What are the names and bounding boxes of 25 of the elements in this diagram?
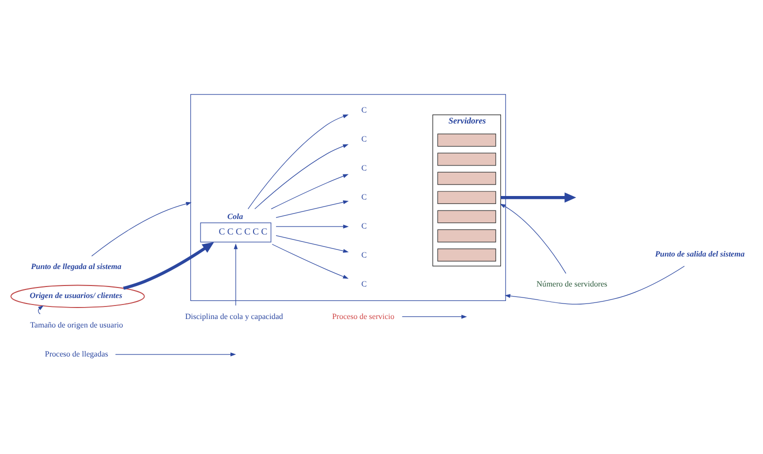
arrow: [276, 234, 349, 252]
arrow: [38, 304, 44, 314]
node-bar: [437, 248, 496, 261]
arrow: [115, 352, 236, 356]
arrow: [234, 243, 238, 306]
arrow: [276, 224, 349, 228]
arrow: [272, 243, 349, 278]
arrow: [91, 201, 192, 256]
node-bar: [437, 133, 496, 146]
arrow: [504, 265, 685, 304]
arrow: [500, 192, 576, 202]
node-bar: [437, 228, 496, 242]
arrow: [123, 242, 214, 290]
node-bar: [437, 190, 496, 204]
arrow: [500, 203, 566, 274]
node-bar: [437, 210, 496, 223]
arrow: [254, 144, 349, 209]
node-bar: [437, 171, 496, 184]
node-box: C C C C C C: [200, 222, 272, 242]
arrow: [270, 174, 349, 209]
arrow: [248, 114, 349, 209]
arrow: [276, 200, 349, 218]
arrow: [402, 314, 467, 318]
cluster: Servidores: [432, 114, 502, 266]
node-bar: [437, 152, 496, 166]
